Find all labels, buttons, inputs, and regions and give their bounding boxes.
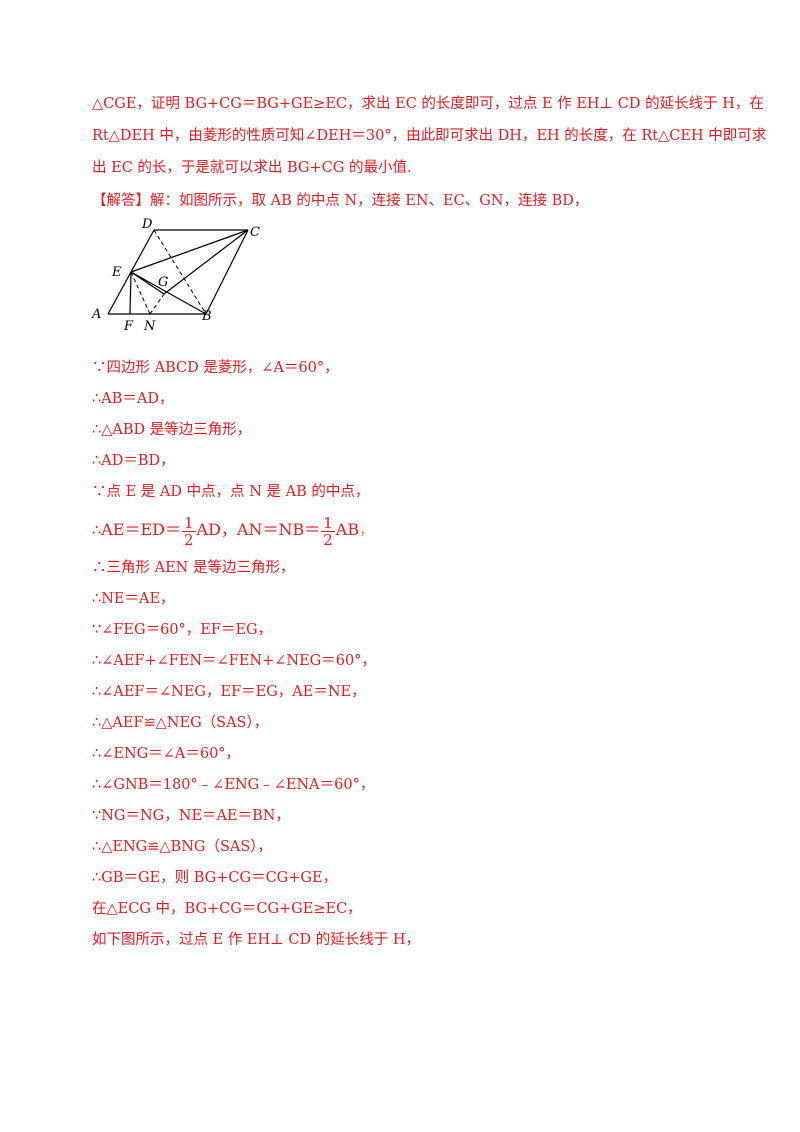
- fraction-denominator: 2: [183, 530, 194, 549]
- fraction-denominator: 2: [323, 530, 333, 549]
- label-c: C: [250, 225, 260, 240]
- label-a: A: [91, 307, 101, 322]
- fraction-numerator: 1: [181, 513, 196, 532]
- step-line: ∴∠ENG＝∠A＝60°，: [92, 746, 241, 762]
- rhombus-figure: D C E G A B F N: [91, 217, 260, 334]
- step-line: ∴△ABD 是等边三角形，: [92, 422, 252, 438]
- step-line: ∴AB＝AD，: [92, 391, 174, 407]
- segment-eg: [130, 271, 165, 295]
- segment-ec: [130, 229, 249, 273]
- label-n: N: [143, 319, 156, 334]
- intro-line: 出 EC 的长，于是就可以求出 BG+CG 的最小值.: [92, 160, 412, 176]
- formula-tail: ，: [359, 523, 374, 539]
- formula-right: AB: [335, 520, 360, 539]
- intro-line: △CGE，证明 BG+CG＝BG+GE≥EC，求出 EC 的长度即可，过点 E …: [92, 96, 764, 112]
- step-line: ∴AD＝BD，: [92, 453, 175, 469]
- step-line: ∴△AEF≌△NEG（SAS），: [92, 715, 269, 731]
- step-line: ∵点 E 是 AD 中点，点 N 是 AB 的中点，: [92, 484, 370, 500]
- step-line: ∴∠AEF+∠FEN＝∠FEN+∠NEG＝60°，: [92, 653, 376, 669]
- label-e: E: [111, 265, 122, 280]
- fraction-numerator: 1: [321, 513, 335, 532]
- step-line: ∴GB＝GE，则 BG+CG＝CG+GE，: [92, 870, 338, 886]
- label-d: D: [141, 217, 153, 232]
- answer-heading: 【解答】解：如图所示，取 AB 的中点 N，连接 EN、EC、GN，连接 BD，: [92, 187, 588, 215]
- step-line: ∴△ENG≌△BNG（SAS），: [92, 839, 273, 855]
- formula-prefix: ∴: [92, 523, 102, 539]
- step-line: ∴三角形 AEN 是等边三角形，: [92, 560, 295, 576]
- segment-eb: [130, 271, 207, 315]
- segment-ng: [149, 293, 165, 315]
- label-g: G: [158, 275, 168, 290]
- diagonal-bd: [153, 229, 207, 315]
- segment-ef: [129, 271, 132, 315]
- segment-en: [130, 271, 151, 315]
- side-bc: [205, 229, 249, 315]
- answer-tag: 【解答】: [92, 193, 150, 209]
- intro-paragraph: △CGE，证明 BG+CG＝BG+GE≥EC，求出 EC 的长度即可，过点 E …: [92, 88, 767, 184]
- label-f: F: [123, 319, 134, 334]
- step-line: 如下图所示，过点 E 作 EH⊥ CD 的延长线于 H，: [92, 932, 420, 948]
- step-line: ∴∠AEF＝∠NEG，EF＝EG，AE＝NE，: [92, 684, 366, 700]
- step-line: 在△ECG 中，BG+CG＝CG+GE≥EC，: [92, 901, 362, 917]
- label-b: B: [201, 309, 212, 324]
- formula-mid: AD，AN＝NB＝: [196, 520, 321, 539]
- step-line: ∴NE＝AE，: [92, 591, 175, 607]
- segment-gc: [163, 229, 249, 295]
- formula-left: AE＝ED＝: [101, 520, 181, 539]
- step-line: ∵NG＝NG，NE＝AE＝BN，: [92, 808, 290, 824]
- step-line: ∵∠FEG＝60°，EF＝EG，: [92, 622, 273, 638]
- step-line: ∴∠GNB＝180°﹣∠ENG﹣∠ENA＝60°，: [92, 777, 375, 793]
- step-line: ∵四边形 ABCD 是菱形，∠A＝60°，: [92, 360, 339, 376]
- answer-text: 解：如图所示，取 AB 的中点 N，连接 EN、EC、GN，连接 BD，: [150, 193, 589, 209]
- intro-line: Rt△DEH 中，由菱形的性质可知∠DEH＝30°，由此即可求出 DH，EH 的…: [92, 128, 767, 144]
